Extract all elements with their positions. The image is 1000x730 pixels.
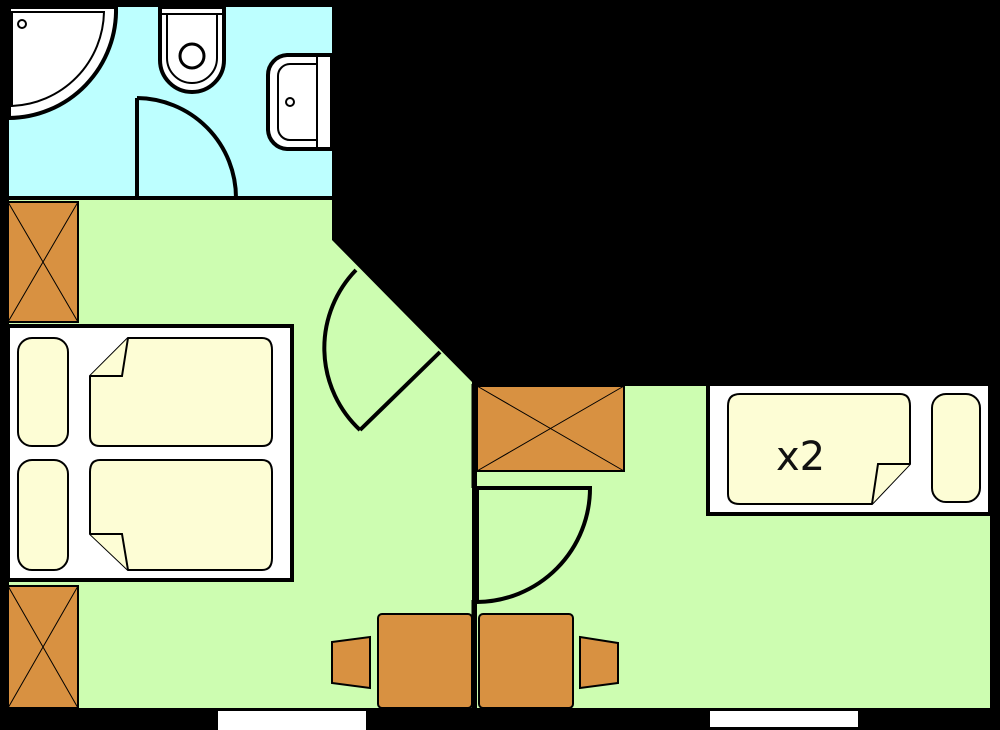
dining-table xyxy=(377,613,574,709)
sink xyxy=(265,53,334,151)
single-bed: x2 xyxy=(706,382,992,516)
toilet xyxy=(158,5,226,94)
chair xyxy=(579,635,619,690)
interior-door xyxy=(475,486,593,604)
wardrobe xyxy=(7,585,79,709)
bedroom-door xyxy=(322,268,442,432)
wardrobe xyxy=(476,385,625,472)
double-bed xyxy=(6,324,294,582)
wardrobe xyxy=(7,201,79,323)
window xyxy=(710,711,858,727)
bed-count-label: x2 xyxy=(776,434,825,480)
window xyxy=(218,711,366,730)
shower xyxy=(7,5,119,121)
chair xyxy=(331,635,371,690)
bathroom-door xyxy=(135,96,238,199)
